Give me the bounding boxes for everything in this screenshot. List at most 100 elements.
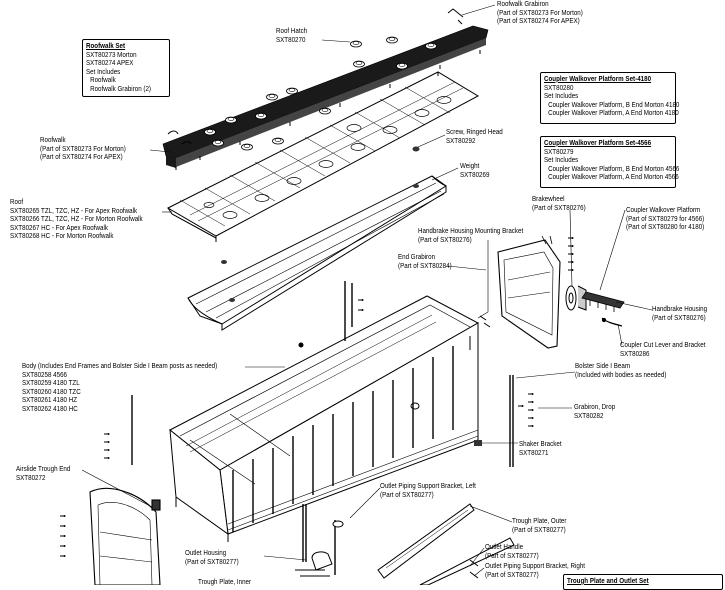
label-line: (Part of SXT80277) — [380, 489, 434, 499]
label-line: SXT80271 — [519, 447, 549, 457]
box-line: SXT80273 Morton — [86, 49, 137, 59]
end-frame-part — [497, 235, 561, 349]
label-handbrake-housing: Handbrake Housing (Part of SXT80276) — [652, 304, 708, 322]
label-roofwalk-grabiron: Roofwalk Grabiron (Part of SXT80273 For … — [497, 0, 583, 26]
label-line: (Part of SXT80277) — [185, 556, 239, 566]
label-line: SXT80286 — [620, 348, 650, 358]
label-line: SXT80282 — [574, 410, 604, 420]
label-line: (Part of SXT80276) — [418, 234, 472, 244]
label-line: Handbrake Housing Mounting Bracket — [418, 226, 524, 235]
box-item: Coupler Walkover Platform, A End Morton … — [548, 108, 679, 118]
roofwalk-part — [162, 25, 489, 170]
label-outlet-housing: Outlet Housing (Part of SXT80277) — [185, 548, 239, 566]
label-line: Outlet Piping Support Bracket, Right — [485, 561, 586, 570]
label-line: SXT80262 4180 HC — [22, 403, 78, 413]
label-shaker-bracket: Shaker Bracket SXT80271 — [519, 439, 562, 457]
label-line: (Part of SXT80280 for 4180) — [626, 222, 705, 232]
trough-set-text: Trough Plate and Outlet Set — [567, 576, 649, 586]
label-line: SXT80266 TZL, TZC, HZ - For Morton Roofw… — [10, 214, 143, 224]
coupler-cut-lever-part — [601, 317, 623, 327]
label-airslide-trough-end: Airslide Trough End SXT80272 — [16, 464, 71, 482]
label-outlet-piping-bracket-right: Outlet Piping Support Bracket, Right (Pa… — [485, 561, 586, 579]
box-line: Set Includes — [86, 66, 121, 76]
label-line: (Part of SXT80277) — [485, 569, 539, 579]
label-line: (Part of SXT80277) — [512, 524, 566, 534]
label-line: (Part of SXT80284) — [398, 260, 452, 270]
label-line: Roofwalk Grabiron — [497, 0, 549, 8]
outlet-parts — [295, 520, 479, 579]
roofwalk-grabiron-part — [447, 8, 464, 25]
label-body: Body (Includes End Frames and Bolster Si… — [22, 361, 218, 414]
box-title: Trough Plate and Outlet Set — [567, 576, 649, 585]
label-roof-hatch: Roof Hatch SXT80270 — [276, 26, 308, 44]
label-line: Screw, Ringed Head — [446, 127, 503, 136]
label-line: (Part of SXT80276) — [652, 312, 706, 322]
box-item: Roofwalk — [90, 75, 116, 85]
label-line: SXT80269 — [460, 169, 490, 179]
label-line: Coupler Cut Lever and Bracket — [620, 340, 706, 349]
label-weight: Weight SXT80269 — [460, 161, 490, 179]
label-roof: Roof SXT80265 TZL, TZC, HZ - For Apex Ro… — [10, 197, 143, 241]
label-outlet-piping-bracket-left: Outlet Piping Support Bracket, Left (Par… — [380, 481, 476, 499]
label-line: Outlet Piping Support Bracket, Left — [380, 481, 476, 490]
label-line: (Included with bodies as needed) — [575, 369, 667, 379]
label-line: (Part of SXT80274 For APEX) — [40, 152, 123, 162]
box-title: Roofwalk Set — [86, 41, 126, 50]
weight-part — [187, 175, 447, 331]
box-line: SXT80280 — [544, 82, 574, 92]
label-line: Coupler Walkover Platform — [626, 205, 701, 214]
box-line: Set Includes — [544, 91, 579, 101]
end-grabiron-part — [469, 315, 491, 350]
box-item: Roofwalk Grabiron (2) — [90, 83, 152, 93]
label-bolster-side-i-beam: Bolster Side I Beam (Included with bodie… — [575, 361, 667, 379]
screw-ringed-head-part — [221, 146, 420, 264]
trough-plate-outer-part — [377, 503, 515, 585]
coupler-set-4180-box: Coupler Walkover Platform Set-4180 SXT80… — [540, 72, 680, 124]
label-line: (Part of SXT80276) — [532, 202, 586, 212]
label-line: (Part of SXT80273 For Morton) — [40, 143, 126, 153]
label-line: SXT80261 4180 HZ — [22, 395, 78, 405]
box-item: Coupler Walkover Platform, B End Morton … — [548, 99, 680, 109]
label-line: SXT80268 HC - For Morton Roofwalk — [10, 231, 114, 241]
label-line: Weight — [460, 161, 480, 170]
label-line: Trough Plate, Inner — [198, 577, 252, 586]
label-line: SXT80272 — [16, 472, 46, 482]
label-line: SXT80265 TZL, TZC, HZ - For Apex Roofwal… — [10, 205, 138, 215]
label-line: Grabiron, Drop — [574, 402, 616, 411]
label-line: Trough Plate, Outer — [512, 516, 567, 525]
box-title: Coupler Walkover Platform Set-4566 — [544, 138, 652, 147]
leader-lines — [81, 4, 653, 577]
label-trough-plate-outer: Trough Plate, Outer (Part of SXT80277) — [512, 516, 567, 534]
label-line: (Part of SXT80273 For Morton) — [497, 7, 583, 17]
label-line: Roof — [10, 197, 24, 206]
label-line: Handbrake Housing — [652, 304, 708, 313]
box-line: SXT80274 APEX — [86, 58, 134, 68]
label-outlet-handle: Outlet Handle (Part of SXT80277) — [485, 542, 539, 560]
label-line: SXT80258 4566 — [22, 369, 68, 379]
box-item: Coupler Walkover Platform, A End Morton … — [548, 172, 679, 182]
coupler-walkover-platform-part — [581, 291, 625, 312]
label-handbrake-housing-mounting-bracket: Handbrake Housing Mounting Bracket (Part… — [418, 226, 524, 244]
label-line: Brakewheel — [532, 194, 565, 203]
label-line: Airslide Trough End — [16, 464, 71, 473]
box-item: Coupler Walkover Platform, B End Morton … — [548, 163, 680, 173]
vertical-parts — [131, 281, 514, 575]
label-line: (Part of SXT80274 For APEX) — [497, 16, 580, 26]
label-coupler-cut-lever: Coupler Cut Lever and Bracket SXT80286 — [620, 340, 706, 358]
label-line: Body (Includes End Frames and Bolster Si… — [22, 361, 218, 370]
box-line: Set Includes — [544, 155, 579, 165]
label-line: Roof Hatch — [276, 26, 308, 35]
label-coupler-walkover-platform: Coupler Walkover Platform (Part of SXT80… — [626, 205, 705, 232]
label-line: Outlet Handle — [485, 542, 524, 551]
label-line: End Grabiron — [398, 252, 436, 261]
label-line: SXT80259 4180 TZL — [22, 378, 80, 388]
label-line: (Part of SXT80277) — [485, 550, 539, 560]
coupler-set-4180-text: Coupler Walkover Platform Set-4180 SXT80… — [544, 74, 680, 118]
roof-part — [166, 71, 480, 242]
roofwalk-set-text: Roofwalk Set SXT80273 Morton SXT80274 AP… — [86, 41, 152, 94]
box-line: SXT80279 — [544, 146, 574, 156]
roofwalk-set-box: Roofwalk Set SXT80273 Morton SXT80274 AP… — [82, 39, 170, 97]
label-line: Roofwalk — [40, 135, 66, 144]
label-line: SXT80292 — [446, 135, 476, 145]
